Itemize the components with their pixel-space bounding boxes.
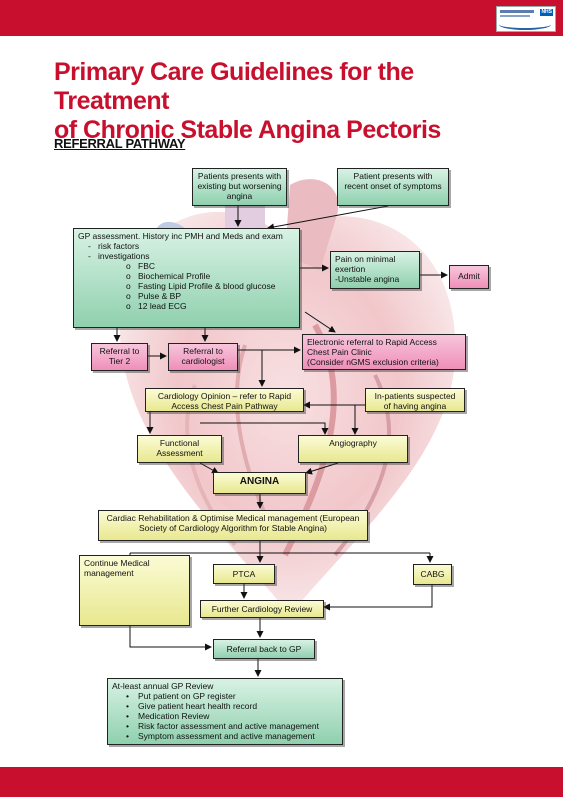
list-item: Put patient on GP register <box>112 691 338 701</box>
referral-cardiologist-text: Referral to cardiologist <box>181 346 225 366</box>
angina-box: ANGINA <box>213 472 306 494</box>
annual-review-heading: At-least annual GP Review <box>112 681 214 691</box>
referral-tier2-text: Referral to Tier 2 <box>99 346 140 366</box>
list-item: Pulse & BP <box>78 291 295 301</box>
list-item: FBC <box>78 261 295 271</box>
further-review-text: Further Cardiology Review <box>211 604 313 614</box>
list-item: Biochemical Profile <box>78 271 295 281</box>
cardiac-rehab-text: Cardiac Rehabilitation & Optimise Medica… <box>106 513 360 533</box>
referral-tier2-box: Referral to Tier 2 <box>91 343 148 371</box>
electronic-referral-line-1: Electronic referral to Rapid Access Ches… <box>307 337 437 357</box>
referral-back-gp-box: Referral back to GP <box>213 639 315 659</box>
gp-assessment-heading: GP assessment. History inc PMH and Meds … <box>78 231 283 241</box>
list-item: 12 lead ECG <box>78 301 295 311</box>
referral-cardiologist-box: Referral to cardiologist <box>168 343 238 371</box>
functional-assessment-box: Functional Assessment <box>137 435 222 463</box>
list-item: Fasting Lipid Profile & blood glucose <box>78 281 295 291</box>
annual-review-list: Put patient on GP register Give patient … <box>112 691 338 741</box>
nhs-logo-label: NHS <box>540 9 553 16</box>
functional-assessment-text: Functional Assessment <box>156 438 203 458</box>
cardiac-rehab-box: Cardiac Rehabilitation & Optimise Medica… <box>98 510 368 541</box>
list-item: Symptom assessment and active management <box>112 731 338 741</box>
section-subtitle: REFERRAL PATHWAY <box>54 136 186 151</box>
cardiology-opinion-text: Cardiology Opinion – refer to Rapid Acce… <box>157 391 292 411</box>
list-item: Give patient heart health record <box>112 701 338 711</box>
list-item: investigations <box>78 251 295 261</box>
unstable-angina-line-2: -Unstable angina <box>335 274 400 284</box>
gp-assessment-list: risk factors investigations FBC Biochemi… <box>78 241 295 311</box>
angiography-text: Angiography <box>329 438 377 448</box>
continue-medical-text: Continue Medical management <box>84 558 150 578</box>
unstable-angina-box: Pain on minimal exertion -Unstable angin… <box>330 251 420 289</box>
cabg-box: CABG <box>413 564 452 585</box>
unstable-angina-line-1: Pain on minimal exertion <box>335 254 396 274</box>
ptca-box: PTCA <box>213 564 275 584</box>
cardiology-opinion-box: Cardiology Opinion – refer to Rapid Acce… <box>145 388 304 412</box>
list-item: Medication Review <box>112 711 338 721</box>
referral-back-gp-text: Referral back to GP <box>226 644 302 654</box>
list-item: Risk factor assessment and active manage… <box>112 721 338 731</box>
admit-box: Admit <box>449 265 489 289</box>
inpatients-text: In-patients suspected of having angina <box>374 391 456 411</box>
title-line-1: Primary Care Guidelines for the Treatmen… <box>54 58 414 115</box>
list-item: risk factors <box>78 241 295 251</box>
title-line-2: of Chronic Stable Angina Pectoris <box>54 116 441 144</box>
admit-text: Admit <box>458 271 480 281</box>
continue-medical-box: Continue Medical management <box>79 555 190 626</box>
angina-text: ANGINA <box>239 476 280 487</box>
worsening-angina-box: Patients presents with existing but wors… <box>192 168 287 206</box>
ptca-text: PTCA <box>232 569 256 579</box>
recent-onset-box: Patient presents with recent onset of sy… <box>337 168 449 206</box>
electronic-referral-line-2: (Consider nGMS exclusion criteria) <box>307 357 439 367</box>
header-bar <box>0 0 563 36</box>
electronic-referral-box: Electronic referral to Rapid Access Ches… <box>302 334 466 370</box>
further-review-box: Further Cardiology Review <box>200 600 324 618</box>
page-title: Primary Care Guidelines for the Treatmen… <box>54 58 524 145</box>
worsening-angina-text: Patients presents with existing but wors… <box>197 171 282 201</box>
angiography-box: Angiography <box>298 435 408 463</box>
gp-assessment-box: GP assessment. History inc PMH and Meds … <box>73 228 300 328</box>
cabg-text: CABG <box>420 569 445 579</box>
recent-onset-text: Patient presents with recent onset of sy… <box>344 171 442 191</box>
nhs-logo: NHS <box>496 6 556 32</box>
annual-review-box: At-least annual GP Review Put patient on… <box>107 678 343 745</box>
inpatients-box: In-patients suspected of having angina <box>365 388 465 412</box>
footer-bar <box>0 767 563 797</box>
